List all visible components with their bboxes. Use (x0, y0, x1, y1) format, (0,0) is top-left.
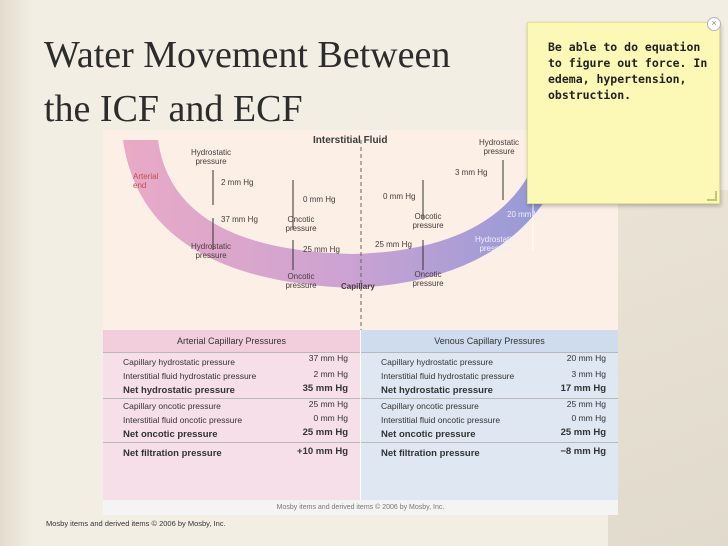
row-value: 25 mm Hg (309, 399, 348, 409)
row-value: 3 mm Hg (572, 369, 606, 379)
row-value: 37 mm Hg (309, 353, 348, 363)
oncotic-pressure-label: Oncotic pressure (281, 215, 321, 233)
value-25mmhg-b: 25 mm Hg (375, 240, 412, 249)
background-edge (0, 0, 32, 546)
close-icon[interactable]: × (707, 17, 721, 31)
table-row: Capillary hydrostatic pressure 37 mm Hg (103, 353, 360, 369)
arterial-header: Arterial Capillary Pressures (103, 330, 360, 353)
row-value: 25 mm Hg (561, 427, 606, 438)
row-label: Net oncotic pressure (123, 429, 273, 440)
table-row: Capillary hydrostatic pressure 20 mm Hg (361, 353, 618, 369)
venous-header: Venous Capillary Pressures (361, 330, 618, 353)
table-row: Interstitial fluid oncotic pressure 0 mm … (103, 413, 360, 427)
note-text: Be able to do equation to figure out for… (548, 39, 713, 103)
table-row: Net oncotic pressure 25 mm Hg (103, 427, 360, 443)
row-label: Interstitial fluid oncotic pressure (123, 415, 273, 425)
value-0mmhg-a: 0 mm Hg (303, 195, 335, 204)
value-2mmhg: 2 mm Hg (221, 178, 253, 187)
background-decoration (608, 190, 728, 546)
table-row: Capillary oncotic pressure 25 mm Hg (361, 399, 618, 413)
row-value: +10 mm Hg (297, 446, 348, 457)
row-label: Net hydrostatic pressure (123, 385, 273, 396)
oncotic-pressure-label-3: Oncotic pressure (408, 212, 448, 230)
row-label: Net hydrostatic pressure (381, 385, 531, 396)
arterial-rows: Capillary hydrostatic pressure 37 mm Hg In… (103, 353, 360, 462)
row-value: 0 mm Hg (572, 413, 606, 423)
hydrostatic-pressure-label-2: Hydrostatic pressure (191, 242, 231, 260)
row-label: Capillary oncotic pressure (123, 401, 273, 411)
hydrostatic-pressure-label-4: Hydrostatic pressure (475, 235, 515, 253)
slide-title: Water Movement Between the ICF and ECF (44, 28, 544, 136)
row-label: Net filtration pressure (123, 448, 273, 459)
table-row: Interstitial fluid hydrostatic pressure 3… (361, 369, 618, 383)
hydrostatic-pressure-label: Hydrostatic pressure (191, 148, 231, 166)
row-label: Interstitial fluid hydrostatic pressure (123, 371, 273, 381)
value-20mmhg: 20 mm Hg (507, 210, 544, 219)
table-row: Net hydrostatic pressure 35 mm Hg (103, 383, 360, 399)
title-line-2: the ICF and ECF (44, 82, 544, 136)
value-3mmhg: 3 mm Hg (455, 168, 487, 177)
resize-grip-icon[interactable] (707, 191, 717, 201)
row-label: Capillary hydrostatic pressure (381, 357, 531, 367)
value-0mmhg-b: 0 mm Hg (383, 192, 415, 201)
oncotic-pressure-label-4: Oncotic pressure (408, 270, 448, 288)
arterial-end-label: Arterial end (133, 172, 173, 190)
sticky-note[interactable]: × Be able to do equation to figure out f… (527, 22, 720, 204)
row-value: −8 mm Hg (560, 446, 606, 457)
row-label: Interstitial fluid hydrostatic pressure (381, 371, 531, 381)
table-row: Net hydrostatic pressure 17 mm Hg (361, 383, 618, 399)
interstitial-fluid-label: Interstitial Fluid (313, 136, 387, 145)
capillary-label: Capillary (341, 282, 375, 291)
table-row: Net filtration pressure −8 mm Hg (361, 446, 618, 462)
table-footer: Mosby items and derived items © 2006 by … (103, 500, 618, 515)
row-value: 35 mm Hg (303, 383, 348, 394)
row-label: Capillary hydrostatic pressure (123, 357, 273, 367)
row-value: 17 mm Hg (561, 383, 606, 394)
pressure-table: Arterial Capillary Pressures Capillary h… (103, 330, 618, 500)
row-value: 20 mm Hg (567, 353, 606, 363)
row-label: Net filtration pressure (381, 448, 531, 459)
venous-column: Venous Capillary Pressures Capillary hyd… (361, 330, 618, 500)
row-label: Capillary oncotic pressure (381, 401, 531, 411)
table-row: Capillary oncotic pressure 25 mm Hg (103, 399, 360, 413)
value-37mmhg: 37 mm Hg (221, 215, 258, 224)
venous-rows: Capillary hydrostatic pressure 20 mm Hg In… (361, 353, 618, 462)
oncotic-pressure-label-2: Oncotic pressure (281, 272, 321, 290)
copyright-text: Mosby items and derived items © 2006 by … (46, 519, 226, 528)
table-row: Interstitial fluid oncotic pressure 0 mm … (361, 413, 618, 427)
row-value: 25 mm Hg (303, 427, 348, 438)
arterial-column: Arterial Capillary Pressures Capillary h… (103, 330, 360, 500)
table-row: Net oncotic pressure 25 mm Hg (361, 427, 618, 443)
row-label: Net oncotic pressure (381, 429, 531, 440)
value-25mmhg-a: 25 mm Hg (303, 245, 340, 254)
row-value: 2 mm Hg (314, 369, 348, 379)
table-row: Interstitial fluid hydrostatic pressure 2… (103, 369, 360, 383)
table-row: Net filtration pressure +10 mm Hg (103, 446, 360, 462)
row-label: Interstitial fluid oncotic pressure (381, 415, 531, 425)
hydrostatic-pressure-label-3: Hydrostatic pressure (479, 138, 519, 156)
row-value: 25 mm Hg (567, 399, 606, 409)
row-value: 0 mm Hg (314, 413, 348, 423)
title-line-1: Water Movement Between (44, 28, 544, 82)
